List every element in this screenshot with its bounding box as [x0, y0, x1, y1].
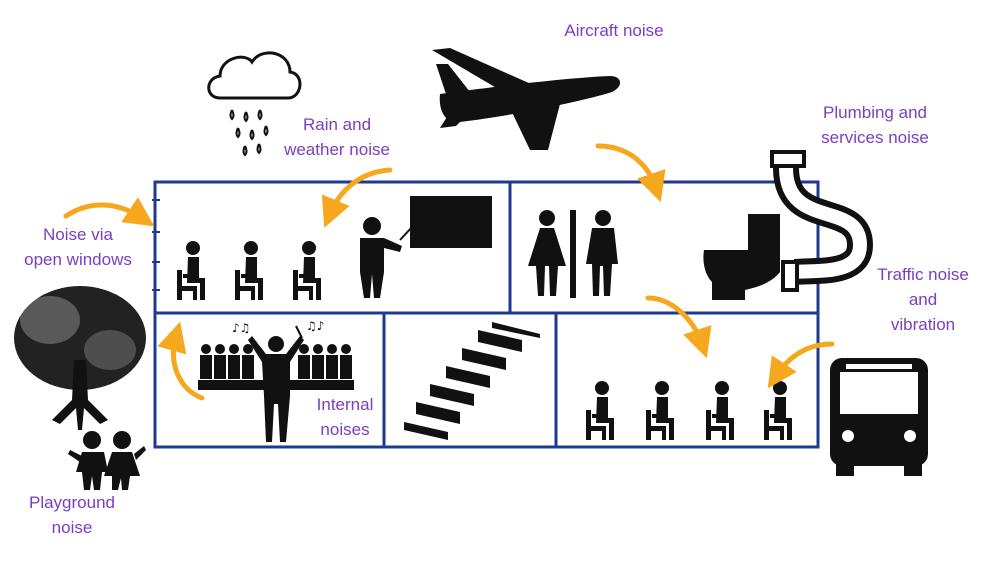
rain-cloud-icon: [207, 51, 302, 157]
choir-conductor-icon: ♪♫ ♫♪: [198, 319, 354, 442]
toilet-pipe-icon: [703, 150, 874, 300]
stairs-icon: [404, 322, 540, 440]
restroom-icon: [528, 210, 618, 298]
arrow-plumbing: [645, 295, 712, 359]
airplane-icon: [432, 48, 621, 150]
arrow-rain: [321, 167, 393, 228]
tree-icon: [14, 286, 146, 430]
svg-text:♪♫: ♪♫: [232, 321, 250, 335]
teacher-board-icon: [360, 196, 492, 298]
bus-icon: [830, 358, 928, 476]
arrow-internal: [157, 321, 205, 401]
noise-arrows: [63, 143, 835, 401]
classroom-seated-students: [177, 241, 321, 300]
arrow-windows: [63, 197, 155, 227]
label-aircraft-noise: Aircraft noise: [564, 21, 664, 40]
arrow-aircraft: [595, 143, 666, 203]
children-icon: [68, 431, 146, 490]
school-building: [152, 180, 820, 449]
arrow-traffic: [767, 341, 835, 389]
seated-audience: [586, 381, 792, 440]
svg-text:♫♪: ♫♪: [306, 319, 324, 333]
